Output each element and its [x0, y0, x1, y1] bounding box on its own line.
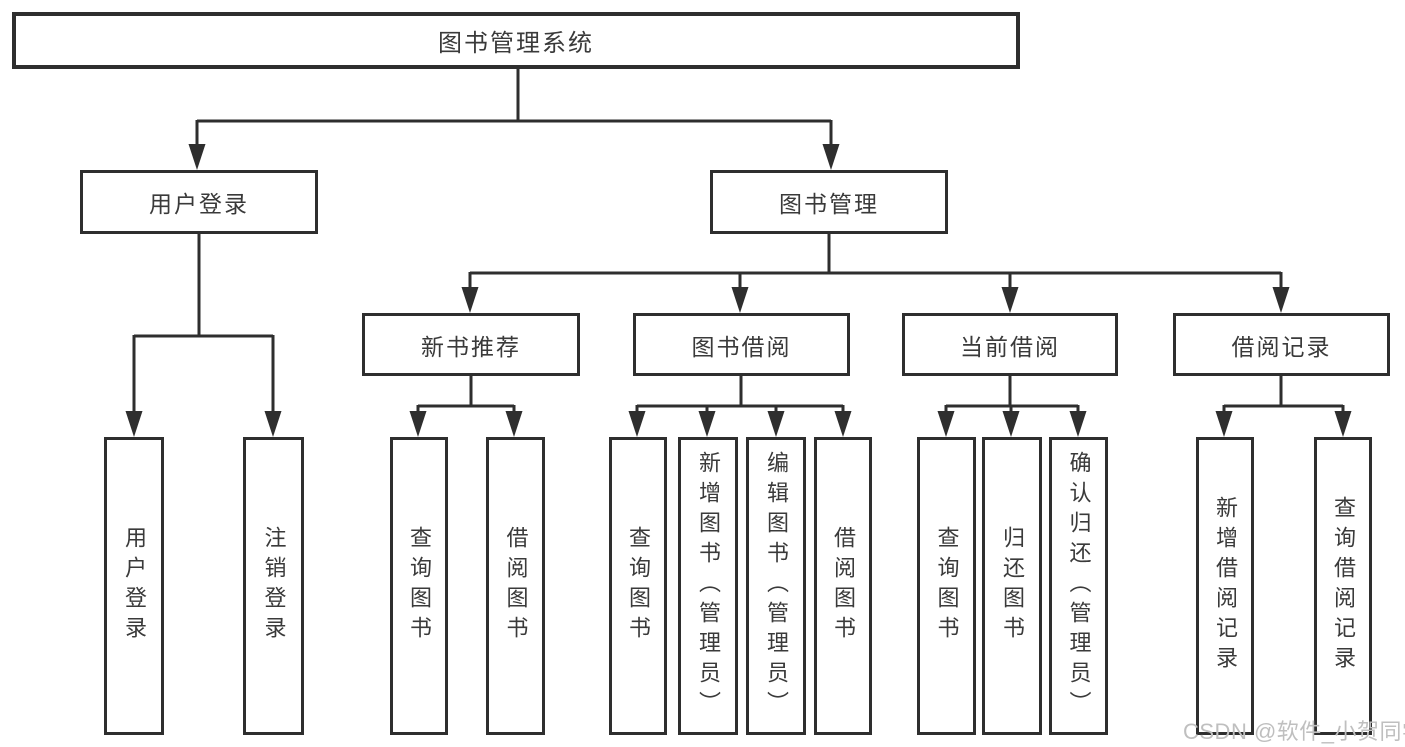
leaf-return-books-label: 归还图书: [1000, 526, 1025, 646]
leaf-borrow-books-label: 借阅图书: [831, 526, 856, 646]
node-new-book-recommend-label: 新书推荐: [421, 333, 521, 360]
leaf-logout-label: 注销登录: [261, 526, 287, 646]
leaf-edit-book-admin-label: 编辑图书（管理员）: [764, 451, 789, 721]
leaf-add-book-admin-label: 新增图书（管理员）: [696, 451, 721, 721]
leaf-confirm-return-admin-label: 确认归还（管理员）: [1066, 451, 1092, 721]
leaf-query-borrow-record: 查询借阅记录: [1314, 437, 1372, 735]
node-borrow-records-label: 借阅记录: [1231, 333, 1332, 360]
leaf-borrow-books-recommend-label: 借阅图书: [503, 526, 529, 646]
leaf-query-books-borrow: 查询图书: [609, 437, 667, 735]
leaf-user-login: 用户登录: [104, 437, 164, 735]
leaf-logout: 注销登录: [243, 437, 304, 735]
watermark: CSDN @软件_小贺同学: [1183, 719, 1405, 744]
leaf-confirm-return-admin: 确认归还（管理员）: [1049, 437, 1108, 735]
node-user-login: 用户登录: [80, 170, 318, 234]
node-book-management: 图书管理: [710, 170, 948, 234]
node-current-borrow: 当前借阅: [902, 313, 1118, 376]
node-root: 图书管理系统: [12, 12, 1020, 69]
node-user-login-label: 用户登录: [149, 191, 249, 217]
leaf-query-books-current-label: 查询图书: [934, 526, 960, 646]
leaf-user-login-label: 用户登录: [122, 526, 147, 646]
node-root-label: 图书管理系统: [438, 30, 594, 57]
leaf-add-borrow-record-label: 新增借阅记录: [1213, 496, 1238, 676]
leaf-query-books-current: 查询图书: [917, 437, 976, 735]
leaf-edit-book-admin: 编辑图书（管理员）: [746, 437, 806, 735]
node-current-borrow-label: 当前借阅: [960, 333, 1060, 360]
leaf-query-books-borrow-label: 查询图书: [626, 526, 651, 646]
leaf-query-books-recommend-label: 查询图书: [407, 526, 432, 646]
leaf-add-borrow-record: 新增借阅记录: [1196, 437, 1254, 735]
node-book-borrow-label: 图书借阅: [691, 333, 792, 360]
leaf-query-books-recommend: 查询图书: [390, 437, 448, 735]
leaf-return-books: 归还图书: [982, 437, 1042, 735]
node-book-borrow: 图书借阅: [633, 313, 850, 376]
node-book-management-label: 图书管理: [779, 191, 879, 217]
leaf-query-borrow-record-label: 查询借阅记录: [1331, 496, 1356, 676]
leaf-borrow-books: 借阅图书: [814, 437, 872, 735]
leaf-add-book-admin: 新增图书（管理员）: [678, 437, 738, 735]
leaf-borrow-books-recommend: 借阅图书: [486, 437, 545, 735]
node-borrow-records: 借阅记录: [1173, 313, 1390, 376]
node-new-book-recommend: 新书推荐: [362, 313, 580, 376]
